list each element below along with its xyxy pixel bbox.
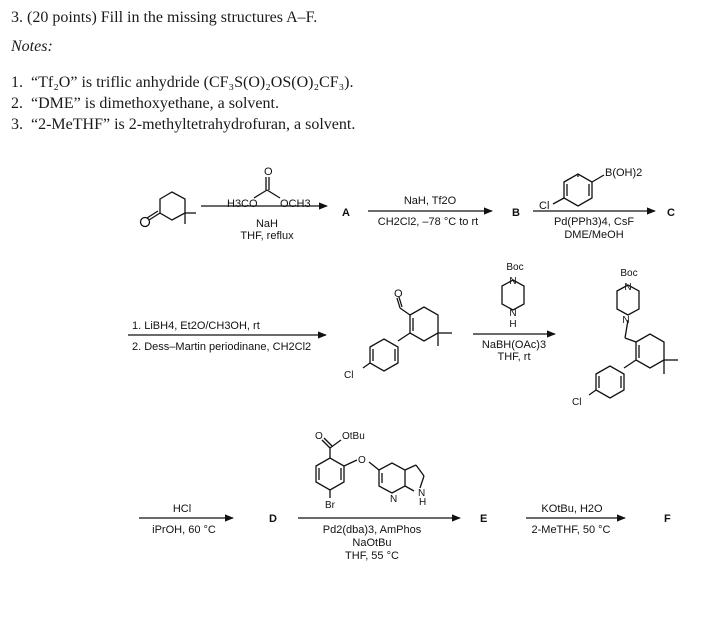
note-text: “Tf₂O” is triflic anhydride (CF₃S(O)₂OS(…	[31, 74, 354, 91]
pyrrole-h-label: H	[419, 497, 426, 508]
note-text: “2-MeTHF” is 2-methyltetrahydrofuran, a …	[31, 116, 356, 133]
methoxy-left-label: H3CO	[227, 198, 258, 210]
aldehyde-chloride-label: Cl	[344, 370, 353, 381]
note-number: 1.	[11, 74, 23, 91]
note-number: 3.	[11, 116, 23, 133]
dimethyl-carbonate-structure	[253, 177, 281, 199]
boc-piperazine-structure	[501, 279, 525, 311]
carbonate-oxygen-label: O	[264, 166, 273, 178]
starting-ketone-structure	[139, 191, 196, 228]
structure-label-b: B	[512, 207, 520, 219]
note-1: 1. “Tf₂O” is triflic anhydride (CF₃S(O)₂O…	[11, 74, 354, 92]
boc-amine-product-structure	[588, 284, 678, 399]
buchwald-catalyst-label: Pd2(dba)3, AmPhos	[323, 524, 422, 536]
product-chloride-label: Cl	[572, 397, 581, 408]
note-text: “DME” is dimethoxyethane, a solvent.	[31, 95, 279, 112]
structure-label-c: C	[667, 207, 675, 219]
deprotection-reagent-label: HCl	[173, 503, 191, 515]
aryl-chloride-label: Cl	[539, 200, 549, 212]
aldehyde-oxygen-label: O	[394, 288, 403, 300]
buchwald-solvent-label: THF, 55 °C	[345, 550, 399, 562]
aryl-bromide-label: Br	[325, 500, 336, 511]
note-3: 3. “2-MeTHF” is 2-methyltetrahydrofuran, …	[11, 116, 355, 134]
structure-label-f: F	[664, 513, 671, 525]
buchwald-base-label: NaOtBu	[352, 537, 391, 549]
step4-oxidation-label: 2. Dess–Martin periodinane, CH2Cl2	[132, 341, 311, 353]
product-n-top-label: N	[624, 282, 631, 293]
notes-heading: Notes:	[11, 38, 53, 55]
reagent-naH-label: NaH	[256, 218, 278, 230]
hydrolysis-reagent-label: KOtBu, H2O	[541, 503, 603, 515]
structure-label-d: D	[269, 513, 277, 525]
suzuki-catalyst-label: Pd(PPh3)4, CsF	[554, 216, 634, 228]
pyrrole-nitrogen-label: N	[418, 488, 425, 499]
chlorophenylboronic-acid-structure	[552, 173, 605, 207]
suzuki-solvent-label: DME/MeOH	[564, 229, 623, 241]
step2-reagent-label: NaH, Tf2O	[404, 195, 457, 207]
piperazine-n-top-label: N	[509, 276, 516, 287]
piperazine-boc-label: Boc	[506, 262, 523, 273]
reductive-amination-solvent-label: THF, rt	[498, 351, 531, 363]
structure-label-e: E	[480, 513, 487, 525]
piperazine-n-bottom-label: N	[509, 308, 516, 319]
ester-carbonyl-oxygen-label: O	[315, 431, 323, 442]
problem-title: 3. (20 points) Fill in the missing struc…	[11, 9, 318, 26]
product-boc-label: Boc	[620, 268, 637, 279]
product-n-bottom-label: N	[622, 315, 629, 326]
piperazine-nh-label: H	[509, 319, 516, 330]
deprotection-conditions-label: iPrOH, 60 °C	[152, 524, 216, 536]
structure-label-a: A	[342, 207, 350, 219]
ether-oxygen-label: O	[358, 455, 366, 466]
methoxy-right-label: OCH3	[280, 198, 311, 210]
step4-reduction-label: 1. LiBH4, Et2O/CH3OH, rt	[132, 320, 260, 332]
reductive-amination-reagent-label: NaBH(OAc)3	[482, 339, 546, 351]
reagent-thf-reflux-label: THF, reflux	[240, 230, 294, 242]
aryl-bromide-ester-structure	[315, 437, 425, 498]
note-2: 2. “DME” is dimethoxyethane, a solvent.	[11, 95, 279, 113]
note-number: 2.	[11, 95, 23, 112]
step2-conditions-label: CH2Cl2, –78 °C to rt	[378, 216, 478, 228]
aldehyde-intermediate-structure	[362, 296, 452, 372]
pyridine-nitrogen-label: N	[390, 494, 397, 505]
boronic-acid-label: B(OH)2	[605, 167, 642, 179]
tert-butoxy-label: OtBu	[342, 431, 365, 442]
hydrolysis-conditions-label: 2-MeTHF, 50 °C	[532, 524, 611, 536]
